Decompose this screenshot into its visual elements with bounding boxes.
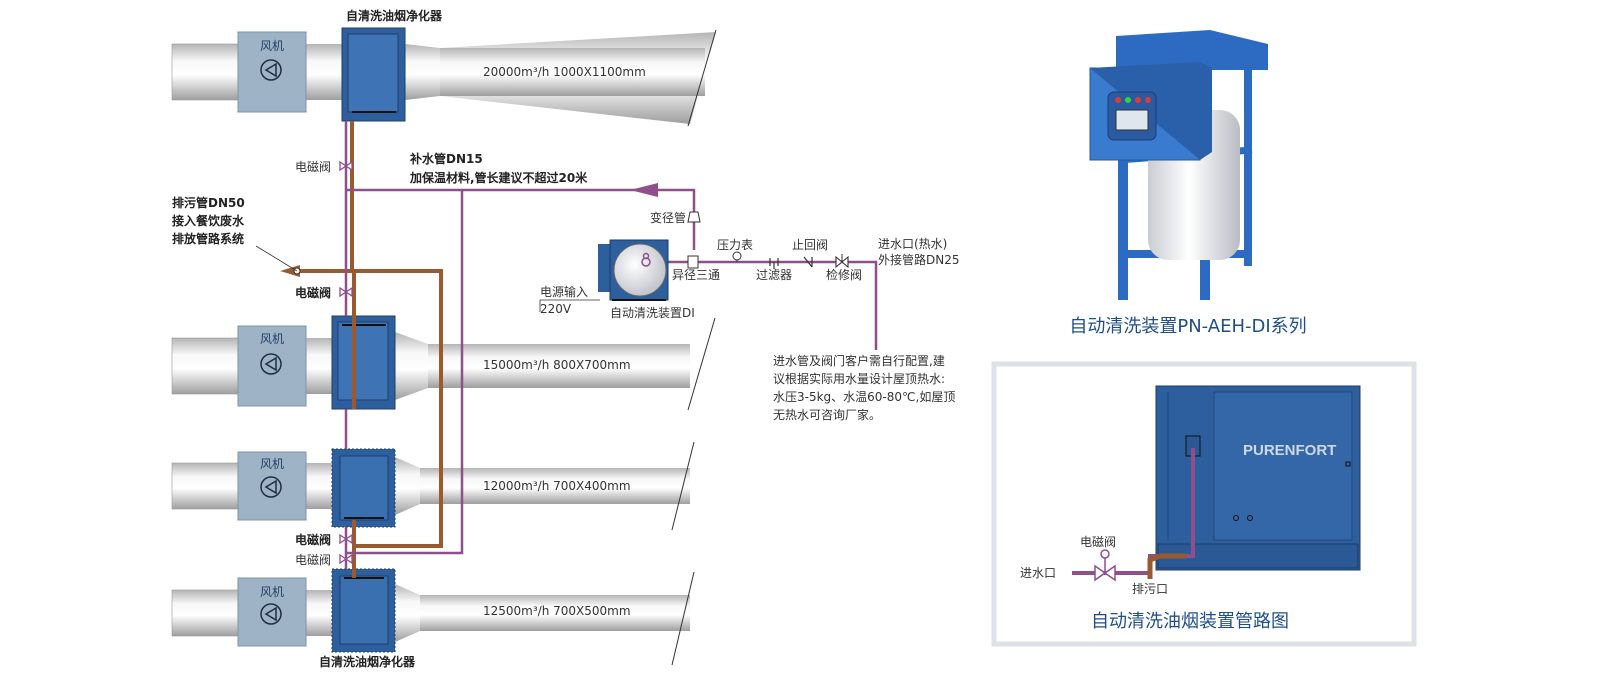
power-label: 电源输入 [540,284,588,299]
makeup-note-2: 加保温材料,管长建议不超过20米 [409,170,588,185]
fan-label: 风机 [260,332,284,346]
makeup-arrow [630,183,658,197]
check-valve-label: 止回阀 [792,238,828,252]
pressure-gauge [732,251,742,262]
duct-spec-2: 15000m³/h 800X700mm [483,358,631,372]
product-caption: 自动清洗装置PN-AEH-DI系列 [1069,316,1306,337]
drain-note-3: 排放管路系统 [172,231,244,246]
fan-label: 风机 [260,585,284,599]
advice-note-2: 议根据实际用水量设计屋顶热水: [773,371,945,386]
solenoid-valve-low1 [339,533,353,545]
fan-4: 风机 [237,577,307,647]
check-valve [803,256,813,268]
valve-label-mid: 电磁阀 [295,285,331,300]
drain-arrow [280,265,300,277]
duct-spec-1: 20000m³/h 1000X1100mm [483,65,646,79]
advice-note-1: 进水管及阀门客户需自行配置,建 [773,353,945,368]
purifier-2 [331,315,396,410]
valve-label-low2: 电磁阀 [295,552,331,567]
fan-label: 风机 [260,39,284,53]
drain-note-2: 接入餐饮废水 [172,213,245,228]
solenoid-valve-mid [339,286,353,298]
inset-drain-label: 排污口 [1132,582,1168,596]
advice-note-3: 水压3-5kg、水温60-80℃,如屋顶 [773,389,955,404]
drain-note-1: 排污管DN50 [172,195,245,210]
auto-cleaning-device [598,239,669,301]
fan-1: 风机 [237,31,307,113]
inset-valve [1094,549,1116,582]
fan-2: 风机 [237,325,307,407]
fan-icon [260,353,282,375]
purifier-4 [331,568,396,653]
solenoid-valve-low2 [339,553,353,565]
service-valve-label: 检修阀 [826,267,862,282]
reducer-label: 变径管 [650,210,686,225]
fan-icon [260,59,282,81]
inset-caption: 自动清洗油烟装置管路图 [1091,611,1289,632]
tee-fitting [687,255,699,269]
duct-row-3 [171,441,695,531]
inset-unit [1155,385,1361,571]
inlet-label-2: 外接管路DN25 [878,252,960,267]
duct-spec-4: 12500m³/h 700X500mm [483,604,631,618]
inset-brand: PURENFORT [1243,442,1336,459]
purifier-1 [341,27,406,122]
fan-icon [260,603,282,625]
purifier-label-bottom: 自清洗油烟净化器 [319,654,416,669]
inset-valve-label: 电磁阀 [1080,534,1116,549]
valve-label-top: 电磁阀 [295,159,331,174]
duct-spec-3: 12000m³/h 700X400mm [483,479,631,493]
duct-row-1 [171,29,717,127]
power-line [539,299,600,312]
advice-note-4: 无热水可咨询厂家。 [773,407,881,422]
device-label: 自动清洗装置DI [610,306,695,320]
duct-row-2 [171,317,716,411]
fan-label: 风机 [260,457,284,471]
valve-label-low1: 电磁阀 [295,532,331,547]
tee-label: 异径三通 [672,268,720,282]
inset-inlet-label: 进水口 [1020,566,1056,580]
fan-3: 风机 [237,451,307,521]
solenoid-valve-top [339,160,353,172]
filter [769,258,779,269]
water-pipes [344,121,878,569]
product-cabinet [1089,30,1268,300]
reducer-fitting [687,211,701,223]
inlet-label-1: 进水口(热水) [878,237,947,251]
service-valve [835,254,849,269]
makeup-note-1: 补水管DN15 [409,151,483,166]
drain-pipes [290,121,443,578]
purifier-label-top: 自清洗油烟净化器 [346,8,443,23]
pressure-gauge-label: 压力表 [717,238,753,252]
fan-icon [260,476,282,498]
power-voltage: 220V [540,302,572,316]
purifier-3 [331,448,396,528]
filter-label: 过滤器 [756,268,792,282]
inset-pipes [1072,448,1195,579]
duct-row-4 [171,571,695,666]
